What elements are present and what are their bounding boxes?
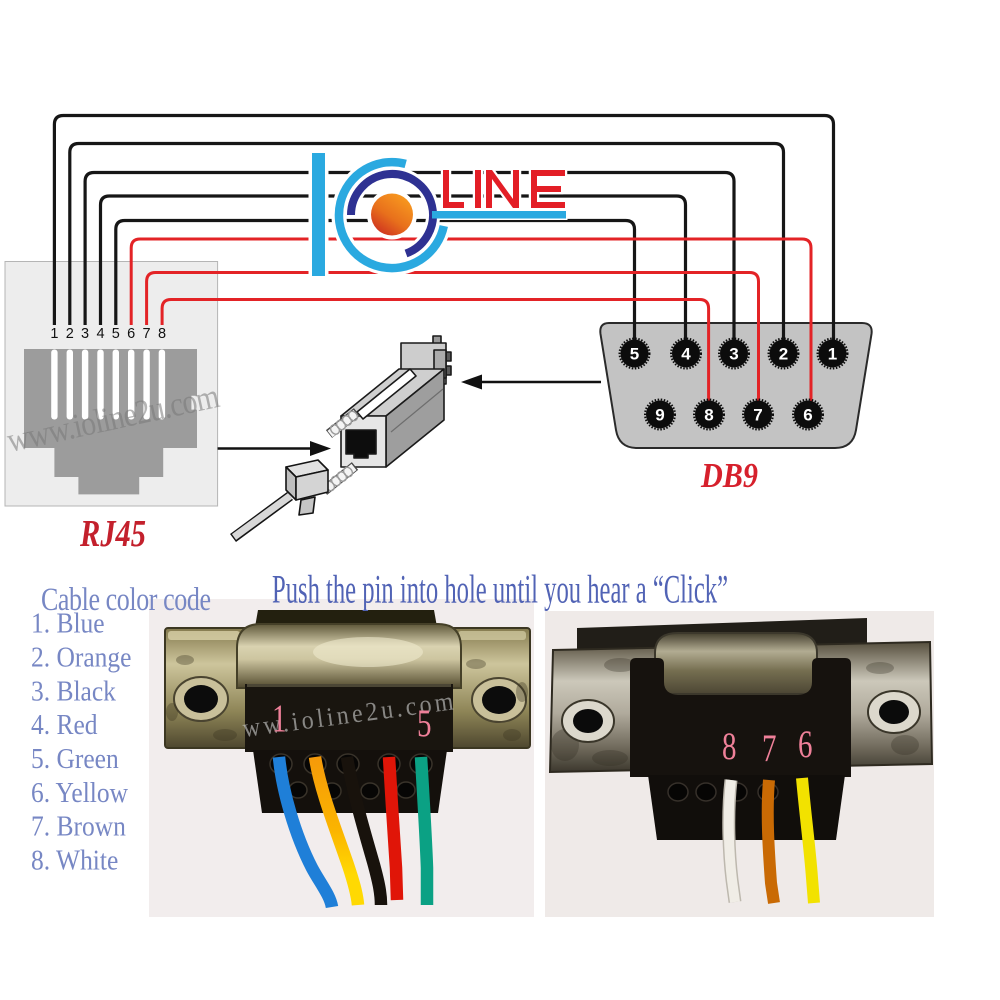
svg-text:1: 1 [50, 326, 58, 342]
svg-text:8: 8 [704, 406, 713, 425]
svg-text:8: 8 [722, 725, 736, 768]
svg-text:3: 3 [81, 326, 89, 342]
svg-text:1. Blue: 1. Blue [31, 607, 105, 639]
svg-text:1: 1 [272, 697, 286, 740]
svg-text:1: 1 [828, 345, 837, 364]
svg-text:5. Green: 5. Green [31, 743, 119, 775]
svg-text:4. Red: 4. Red [31, 709, 98, 741]
svg-text:6: 6 [127, 326, 135, 342]
svg-text:Push the pin into hole until y: Push the pin into hole until you hear a … [272, 566, 728, 611]
svg-text:2: 2 [66, 326, 74, 342]
svg-text:9: 9 [655, 406, 664, 425]
svg-text:Cable color code: Cable color code [41, 582, 211, 617]
svg-text:6. Yellow: 6. Yellow [31, 776, 128, 808]
svg-text:8. White: 8. White [31, 844, 118, 876]
svg-text:RJ45: RJ45 [79, 514, 146, 555]
svg-text:8: 8 [158, 326, 166, 342]
svg-text:4: 4 [681, 345, 691, 364]
svg-text:7: 7 [143, 326, 151, 342]
svg-text:3: 3 [729, 345, 738, 364]
svg-text:7: 7 [753, 406, 762, 425]
svg-text:7. Brown: 7. Brown [31, 810, 126, 842]
svg-text:5: 5 [112, 326, 120, 342]
svg-text:2. Orange: 2. Orange [31, 641, 131, 673]
svg-text:2: 2 [779, 345, 788, 364]
svg-text:6: 6 [798, 723, 812, 766]
svg-text:6: 6 [803, 406, 812, 425]
svg-text:4: 4 [96, 326, 104, 342]
svg-text:5: 5 [417, 702, 431, 745]
svg-text:DB9: DB9 [700, 456, 758, 495]
svg-text:5: 5 [630, 345, 639, 364]
svg-text:7: 7 [762, 727, 776, 770]
svg-text:3. Black: 3. Black [31, 675, 116, 707]
